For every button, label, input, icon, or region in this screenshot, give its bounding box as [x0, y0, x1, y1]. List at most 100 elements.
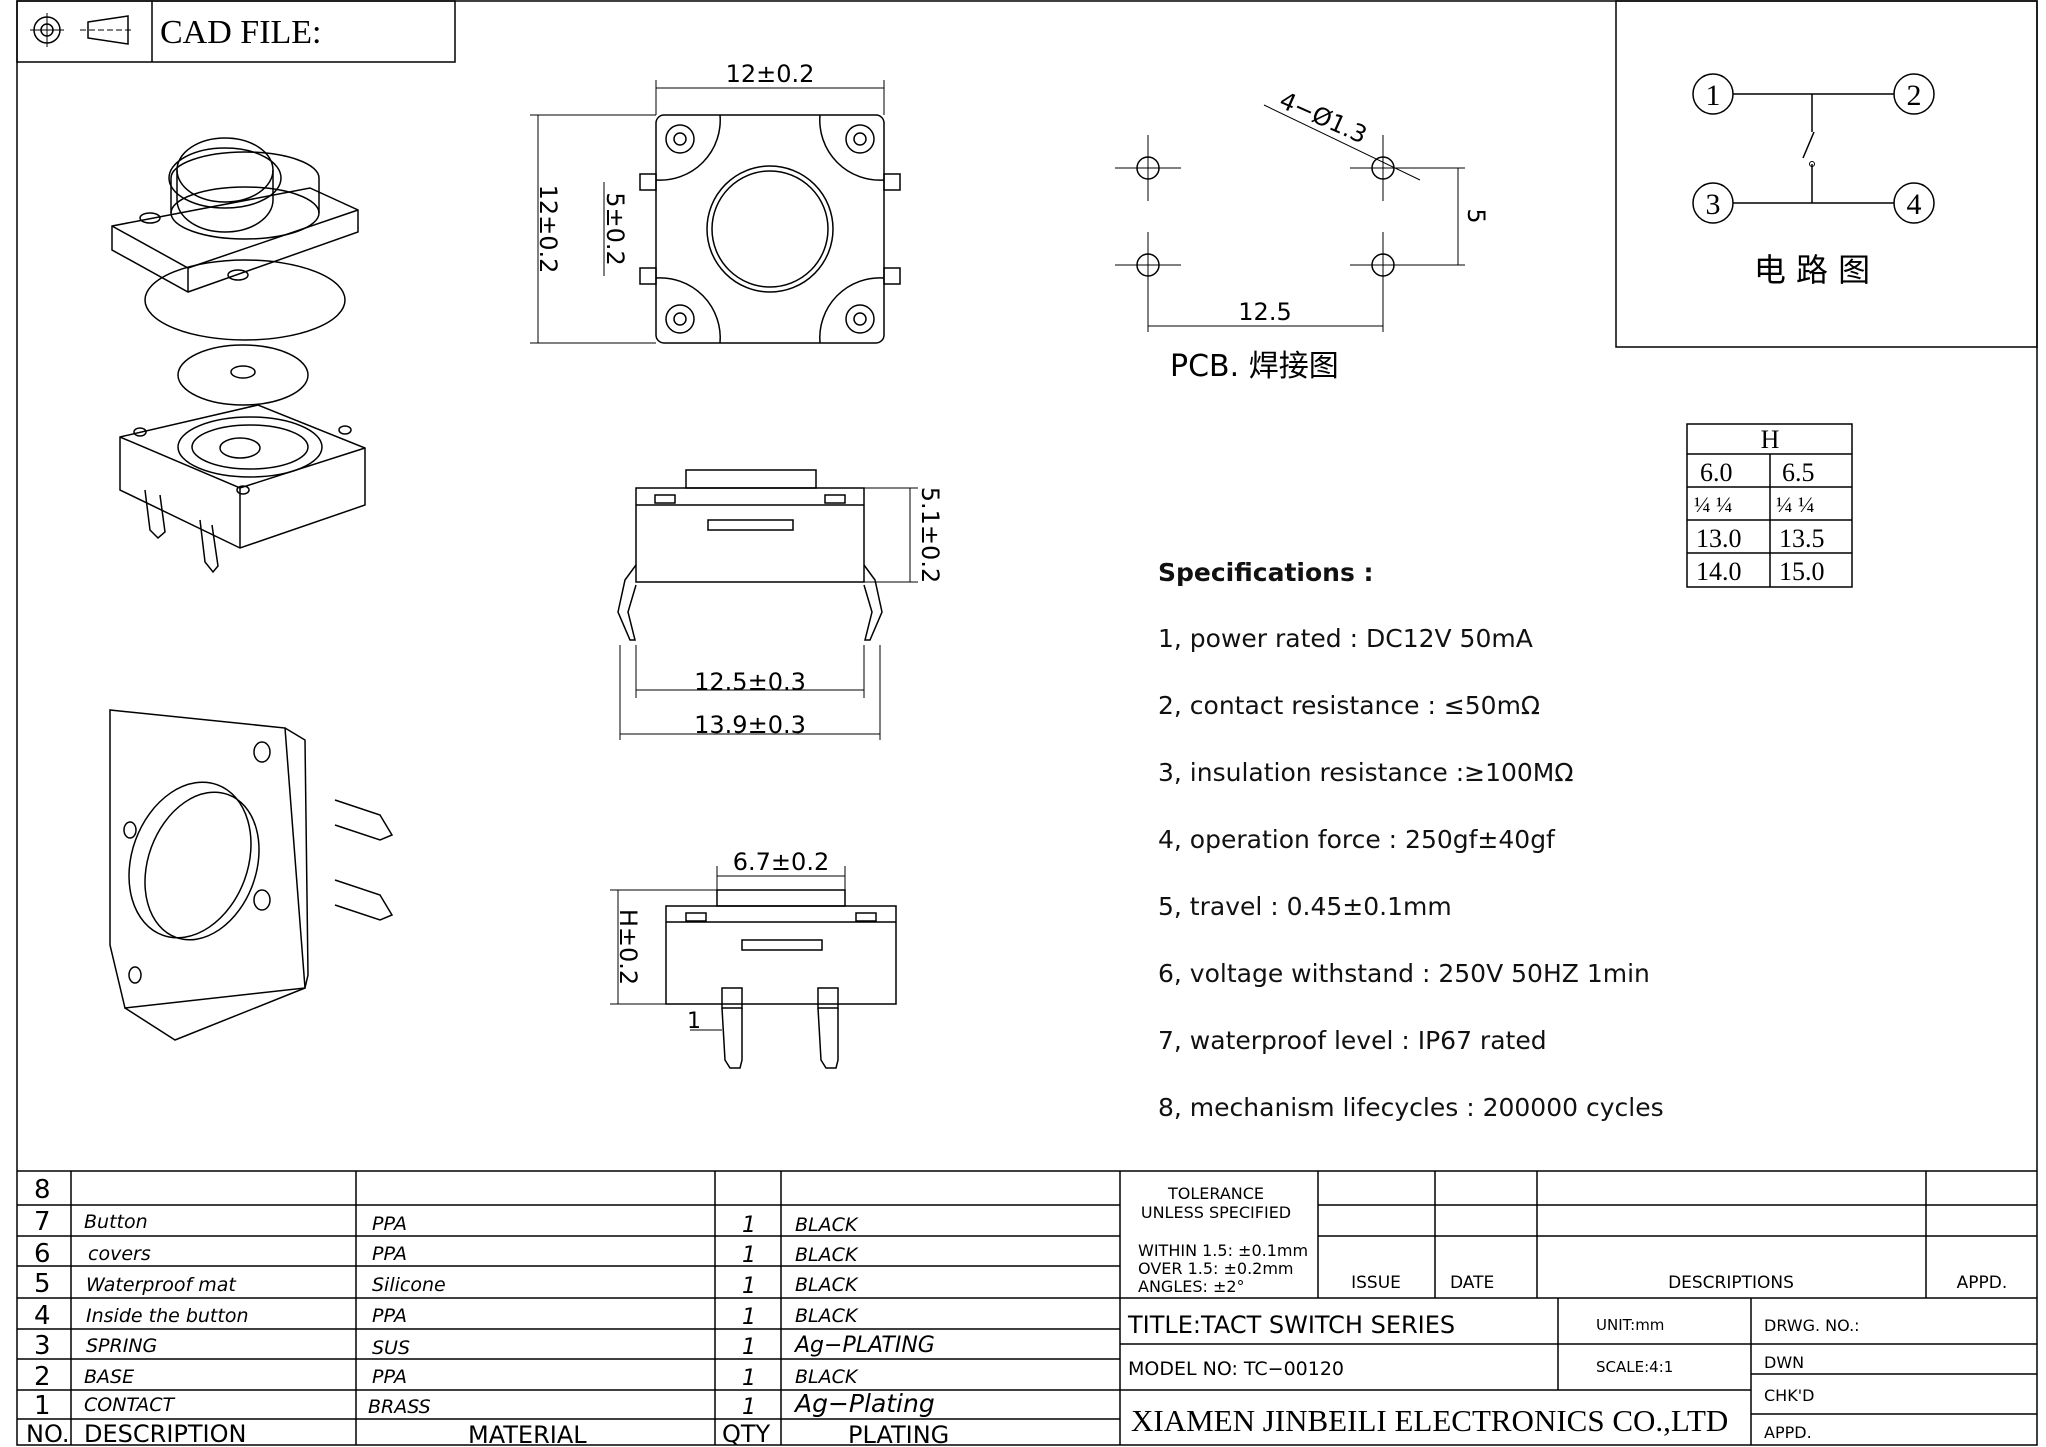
appd-label: APPD. [1957, 1273, 2008, 1293]
dim-lead-inner: 12.5±0.3 [694, 668, 806, 696]
bom-description: Waterproof mat [86, 1274, 237, 1296]
bom-no: 5 [34, 1269, 51, 1299]
model-number: MODEL NO: TC−00120 [1128, 1358, 1344, 1380]
dim-side-height: 5.1±0.2 [916, 487, 944, 583]
pin-3-label: 3 [1706, 188, 1721, 221]
bom-plating: BLACK [795, 1274, 859, 1296]
bom-material: PPA [372, 1213, 407, 1235]
specifications-title: Specifications : [1158, 558, 1374, 587]
bom-material: PPA [372, 1305, 407, 1327]
dim-lead-spacing: 5±0.2 [601, 192, 629, 266]
bom-header-qty: QTY [722, 1420, 771, 1447]
bom-qty: 1 [742, 1395, 756, 1420]
dim-top-height: 12±0.2 [534, 185, 562, 274]
switch-contact-icon [1802, 131, 1815, 159]
bom-plating: BLACK [795, 1366, 859, 1388]
sheet-border [16, 0, 2038, 1446]
bill-of-materials [17, 1170, 1121, 1445]
h-table-cell: ¼ ¼ [1776, 492, 1815, 517]
drawing-number-label: DRWG. NO.: [1764, 1316, 1860, 1335]
pin-1-label: 1 [1706, 79, 1721, 112]
spec-item: 1, power rated : DC12V 50mA [1158, 624, 1533, 653]
pin-4-label: 4 [1907, 188, 1922, 221]
bom-no: 6 [34, 1239, 51, 1269]
approved-by-label: APPD. [1764, 1423, 1812, 1442]
bom-header-material: MATERIAL [468, 1421, 587, 1447]
dim-lead-outer: 13.9±0.3 [694, 711, 806, 739]
side-view-drawing [617, 469, 918, 740]
cad-file-label: CAD FILE: [160, 14, 322, 51]
bom-material: PPA [372, 1243, 407, 1265]
h-table-cell: 13.0 [1696, 524, 1742, 553]
date-label: DATE [1450, 1273, 1494, 1293]
bom-description: Button [84, 1211, 148, 1233]
specifications-panel: Specifications : 1, power rated : DC12V … [1158, 558, 1718, 1159]
spec-item: 6, voltage withstand : 250V 50HZ 1min [1158, 959, 1650, 988]
tolerance-within: WITHIN 1.5: ±0.1mm [1138, 1241, 1308, 1260]
bom-description: CONTACT [84, 1394, 176, 1416]
tolerance-line-1: TOLERANCE [1167, 1184, 1264, 1203]
tolerance-angles: ANGLES: ±2° [1138, 1277, 1245, 1296]
drawn-by-label: DWN [1764, 1353, 1804, 1372]
top-view-drawing [530, 80, 901, 344]
bom-no: 7 [34, 1207, 51, 1237]
bom-description: Inside the button [86, 1305, 249, 1327]
unit-label: UNIT:mm [1596, 1316, 1664, 1334]
exploded-view-illustration [111, 137, 366, 574]
bom-header-plating: PLATING [848, 1421, 949, 1447]
dim-cap-width: 6.7±0.2 [733, 848, 829, 876]
bom-plating: Ag−PLATING [793, 1333, 935, 1358]
spec-item: 5, travel : 0.45±0.1mm [1158, 892, 1452, 921]
scale-label: SCALE:4:1 [1596, 1358, 1673, 1376]
bom-qty: 1 [742, 1274, 756, 1299]
h-table-cell: 13.5 [1779, 524, 1825, 553]
h-table-cell: 14.0 [1696, 557, 1742, 586]
dim-top-width: 12±0.2 [726, 60, 815, 88]
bom-qty: 1 [742, 1305, 756, 1330]
bom-plating: BLACK [795, 1305, 859, 1327]
bom-plating: BLACK [795, 1244, 859, 1266]
h-table-cell: 15.0 [1779, 557, 1825, 586]
spec-item: 8, mechanism lifecycles : 200000 cycles [1158, 1093, 1664, 1122]
issue-label: ISSUE [1351, 1273, 1401, 1293]
pcb-width-label: 12.5 [1238, 298, 1291, 326]
bom-description: SPRING [86, 1335, 157, 1357]
front-view-drawing [610, 866, 897, 1069]
cad-header: CAD FILE: [16, 0, 456, 63]
title-block [1120, 1170, 2037, 1445]
bom-material: PPA [372, 1366, 407, 1388]
bom-qty: 1 [742, 1366, 756, 1391]
bom-header-no: NO. [26, 1420, 70, 1447]
pcb-height-label: 5 [1462, 208, 1490, 223]
bom-material: Silicone [372, 1274, 446, 1296]
spec-item: 4, operation force : 250gf±40gf [1158, 825, 1555, 854]
projection-symbol-icon [30, 13, 134, 47]
bom-header-description: DESCRIPTION [84, 1420, 246, 1447]
pcb-caption: PCB. 焊接图 [1170, 349, 1339, 384]
spec-item: 3, insulation resistance :≥100MΩ [1158, 758, 1574, 787]
company-name: XIAMEN JINBEILI ELECTRONICS CO.,LTD [1131, 1403, 1728, 1438]
bom-material: SUS [372, 1337, 410, 1359]
bom-material: BRASS [368, 1396, 431, 1418]
h-table-cell: ¼ ¼ [1694, 492, 1733, 517]
h-table-cell: 6.0 [1700, 458, 1733, 487]
circuit-diagram: 1 2 3 4 电 路 图 [1615, 0, 2038, 348]
pcb-hole-label: 4−Ø1.3 [1275, 86, 1371, 149]
tolerance-over: OVER 1.5: ±0.2mm [1138, 1259, 1294, 1278]
bom-qty: 1 [742, 1243, 756, 1268]
h-table-cell: 6.5 [1782, 458, 1815, 487]
height-options-table: H 6.0 6.5 ¼ ¼ ¼ ¼ 13.0 13.5 14.0 15.0 [1686, 423, 1853, 588]
bom-no: 1 [34, 1391, 51, 1421]
bom-description: BASE [84, 1366, 134, 1388]
assembled-view-illustration [109, 709, 394, 1041]
pcb-layout-drawing [1115, 104, 1465, 332]
bom-no: 8 [34, 1175, 51, 1205]
title-block-text: TOLERANCE UNLESS SPECIFIED WITHIN 1.5: ±… [1127, 1184, 2007, 1442]
bom-description: covers [88, 1243, 151, 1265]
bom-no: 4 [34, 1301, 51, 1331]
descriptions-label: DESCRIPTIONS [1668, 1273, 1794, 1293]
checked-by-label: CHK'D [1764, 1386, 1814, 1405]
spec-item: 2, contact resistance : ≤50mΩ [1158, 691, 1541, 720]
spec-item: 7, waterproof level : IP67 rated [1158, 1026, 1547, 1055]
